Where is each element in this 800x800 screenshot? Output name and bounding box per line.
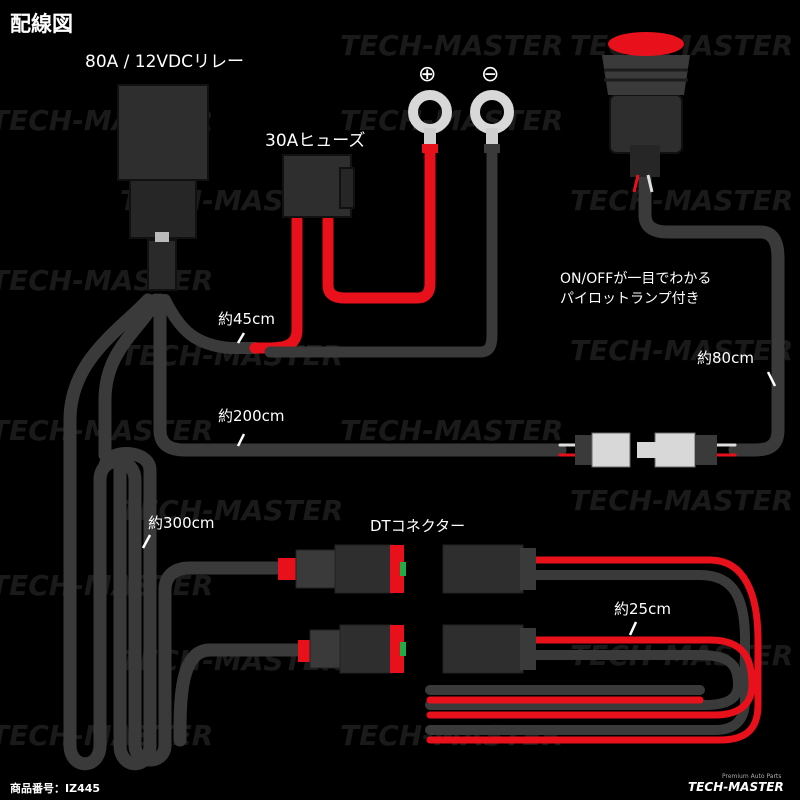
tick-200cm <box>236 433 246 447</box>
watermark: TECH-MASTER <box>0 264 213 297</box>
length-label-300cm: 約300cm <box>148 514 215 532</box>
wire-red-fuse-positive <box>322 146 436 304</box>
wire-25cm-red-lower <box>426 636 756 719</box>
wire-45cm-gray <box>159 294 261 354</box>
watermark: TECH-MASTER <box>570 184 793 217</box>
tick-45cm <box>236 332 246 344</box>
fuse-label: 30Aヒューズ <box>265 131 366 151</box>
length-ticks <box>141 332 777 636</box>
watermark: TECH-MASTER <box>340 719 563 752</box>
switch-note-line1: ON/OFFが一目でわかる <box>560 271 712 287</box>
switch-connector <box>575 432 717 468</box>
watermark: TECH-MASTER <box>570 334 793 367</box>
negative-terminal-label: ⊖ <box>481 62 500 87</box>
wire-300cm-loop-2 <box>98 293 163 771</box>
brand-tagline: Premium Auto Parts <box>722 773 782 780</box>
wire-25cm-gray-lower <box>425 650 743 710</box>
fuse-holder <box>282 154 355 218</box>
product-number: 商品番号：IZ445 <box>10 782 101 795</box>
tick-300cm <box>141 534 152 549</box>
wire-200cm <box>153 293 567 457</box>
ring-terminal-positive <box>408 90 452 153</box>
watermark: TECH-MASTER <box>340 29 563 62</box>
wire-to-dt-lower <box>173 643 307 747</box>
length-label-45cm: 約45cm <box>218 310 275 328</box>
dt-connector-upper <box>278 544 536 594</box>
ring-terminal-negative <box>470 90 514 153</box>
wire-25cm-gray-upper <box>425 570 750 735</box>
watermark: TECH-MASTER <box>340 414 563 447</box>
positive-terminal-label: ⊕ <box>418 62 437 87</box>
wire-ground <box>264 146 498 358</box>
switch-note-line2: パイロットランプ付き <box>560 291 700 307</box>
dt-connector-lower <box>298 624 536 674</box>
wire-25cm-red-upper <box>426 556 762 744</box>
length-label-80cm: 約80cm <box>697 349 754 367</box>
relay <box>117 84 209 291</box>
length-label-200cm: 約200cm <box>218 407 285 425</box>
tick-80cm <box>766 371 777 387</box>
brand-logo: TECH-MASTER <box>688 780 784 794</box>
switch <box>602 32 690 193</box>
wire-80cm <box>638 168 785 457</box>
wires <box>63 146 785 771</box>
dt-connector-label: DTコネクター <box>370 517 466 535</box>
length-label-25cm: 約25cm <box>614 600 671 618</box>
relay-label: 80A / 12VDCリレー <box>85 52 245 72</box>
tick-25cm <box>628 621 638 636</box>
watermark: TECH-MASTER <box>570 484 793 517</box>
switch-lead-red <box>632 174 640 193</box>
watermark: TECH-MASTER <box>120 494 343 527</box>
diagram-title: 配線図 <box>10 12 73 36</box>
switch-lead-white <box>646 174 654 193</box>
